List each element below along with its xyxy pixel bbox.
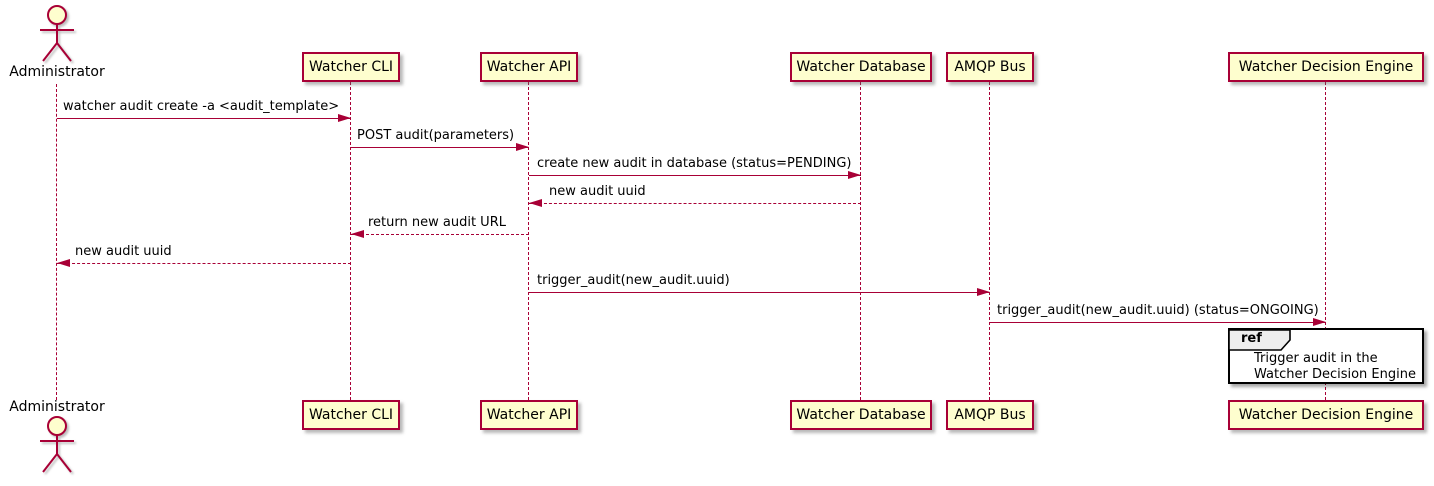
lifeline-watcher-decision-engine <box>1325 82 1326 400</box>
ref-tab-icon <box>1229 329 1291 351</box>
message-4-label: new audit uuid <box>549 184 646 199</box>
participant-watcher-cli-bottom: Watcher CLI <box>302 400 400 430</box>
message-1-label: watcher audit create -a <audit_template> <box>63 99 340 114</box>
message-1-line <box>57 118 351 119</box>
message-7-label: trigger_audit(new_audit.uuid) <box>537 273 730 288</box>
administrator-actor-icon-top <box>40 5 74 62</box>
message-8-line <box>990 322 1326 323</box>
message-2-label: POST audit(parameters) <box>357 128 515 143</box>
message-6-line <box>57 263 351 264</box>
participant-watcher-database-bottom: Watcher Database <box>790 400 932 430</box>
message-4-arrowhead <box>529 199 542 207</box>
participant-amqp-bus-bottom: AMQP Bus <box>946 400 1034 430</box>
lifeline-watcher-cli <box>350 82 351 400</box>
message-3-label: create new audit in database (status=PEN… <box>537 156 852 171</box>
message-2-arrowhead <box>516 143 529 151</box>
message-8-arrowhead <box>1313 318 1326 326</box>
ref-keyword: ref <box>1241 331 1262 346</box>
participant-amqp-bus-top: AMQP Bus <box>946 52 1034 82</box>
administrator-actor-icon-bottom <box>40 416 74 473</box>
message-1-arrowhead <box>338 114 351 122</box>
message-6-label: new audit uuid <box>75 244 172 259</box>
message-5-label: return new audit URL <box>368 215 506 230</box>
message-2-line <box>351 147 529 148</box>
lifeline-amqp-bus <box>989 82 990 400</box>
participant-watcher-api-top: Watcher API <box>480 52 578 82</box>
ref-text-line-1: Trigger audit in the <box>1254 351 1378 366</box>
lifeline-watcher-database <box>860 82 861 400</box>
message-6-arrowhead <box>57 259 70 267</box>
participant-watcher-decision-engine-top: Watcher Decision Engine <box>1228 52 1424 82</box>
message-8-label: trigger_audit(new_audit.uuid) (status=ON… <box>997 303 1319 318</box>
message-4-line <box>529 203 861 204</box>
administrator-label-top: Administrator <box>9 64 105 80</box>
participant-watcher-decision-engine-bottom: Watcher Decision Engine <box>1228 400 1424 430</box>
message-7-arrowhead <box>977 288 990 296</box>
message-3-line <box>529 175 861 176</box>
participant-watcher-cli-top: Watcher CLI <box>302 52 400 82</box>
message-5-line <box>351 234 529 235</box>
participant-watcher-database-top: Watcher Database <box>790 52 932 82</box>
ref-fragment: ref Trigger audit in the Watcher Decisio… <box>1228 328 1424 384</box>
administrator-label-bottom: Administrator <box>9 399 105 415</box>
message-3-arrowhead <box>848 171 861 179</box>
ref-text-line-2: Watcher Decision Engine <box>1254 367 1416 382</box>
participant-watcher-api-bottom: Watcher API <box>480 400 578 430</box>
lifeline-administrator <box>56 84 57 400</box>
message-5-arrowhead <box>351 230 364 238</box>
lifeline-watcher-api <box>528 82 529 400</box>
message-7-line <box>529 292 990 293</box>
